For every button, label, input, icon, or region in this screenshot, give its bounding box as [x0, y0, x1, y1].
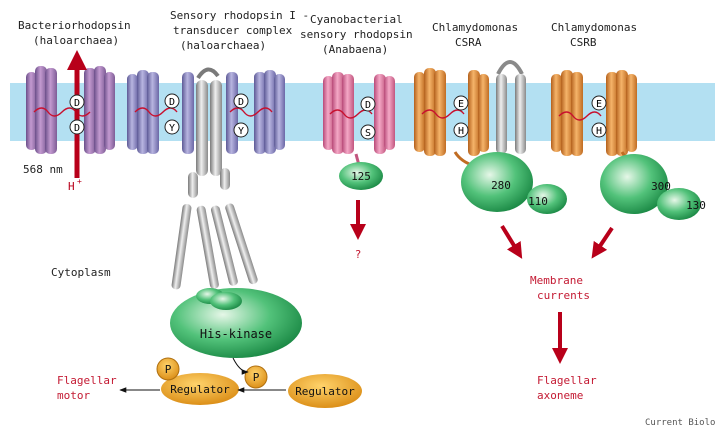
regulator-left [161, 373, 239, 405]
residue-label: H [458, 126, 464, 137]
phosphate-left [156, 357, 180, 381]
his-kinase-label: His-kinase [200, 327, 272, 341]
bacteriorhodopsin-title: Bacteriorhodopsin [18, 19, 131, 32]
membrane-currents-label-line2: currents [537, 289, 590, 302]
cyanobacterial-title: Cyanobacterial [310, 13, 403, 26]
flagellar-axoneme-label: Flagellar [537, 374, 597, 387]
wavelength-label: 568 nm [23, 163, 63, 176]
phosphate-right [244, 365, 268, 389]
kinase-to-regulator-arrow [232, 357, 249, 375]
csrb-helices [551, 70, 637, 156]
csrb-title: Chlamydomonas [551, 21, 637, 34]
residue-h-csra [453, 122, 469, 138]
residue-d-right-sensory [233, 93, 249, 109]
residue-d-left-sensory [164, 93, 180, 109]
sensory-rhodopsin-helices-left [127, 70, 194, 154]
domain-130-label: 130 [686, 199, 706, 212]
residue-e-csrb [591, 95, 607, 111]
cyanobacterial-soluble-domain [339, 162, 383, 190]
unknown-output-label: ? [355, 248, 362, 261]
regulator-right [288, 374, 362, 408]
regulator-right-label: Regulator [295, 385, 355, 398]
sensory-rhodopsin-helices-right [226, 70, 285, 154]
residue-label: E [596, 99, 602, 110]
csrb-large-domain [600, 154, 668, 214]
proton-label: H [68, 180, 75, 193]
cyanobacterial-title-line2: sensory rhodopsin [300, 28, 413, 41]
flagellar-motor-label: Flagellar [57, 374, 117, 387]
csra-helices [414, 60, 526, 156]
sensory-rhodopsin-organism: (haloarchaea) [180, 39, 266, 52]
residue-label: D [365, 100, 371, 111]
sensory-rhodopsin-title-line2: transducer complex [173, 24, 293, 37]
transducer-protein [171, 67, 258, 290]
residue-label: Y [238, 126, 244, 137]
csra-large-domain [461, 152, 533, 212]
sensory-rhodopsin-title: Sensory rhodopsin I - [170, 9, 309, 22]
csra-to-currents-arrow [500, 224, 523, 259]
residue-label: S [365, 128, 371, 139]
proton-charge: + [77, 177, 82, 186]
flagellar-motor-label-line2: motor [57, 389, 90, 402]
residue-y-right-sensory [233, 122, 249, 138]
csrb-title-line2: CSRB [570, 36, 597, 49]
domain-125-label: 125 [351, 170, 371, 183]
residue-e-csra [453, 95, 469, 111]
phosphate-label: P [165, 363, 172, 376]
residue-s-cyanobacterial [360, 124, 376, 140]
residue-d-lower-bacteriorhodopsin [69, 119, 85, 135]
residue-label: D [74, 98, 80, 109]
residue-label: D [169, 97, 175, 108]
residue-d-upper-bacteriorhodopsin [69, 94, 85, 110]
csrb-small-domain [657, 188, 701, 220]
csrb-to-currents-arrow [591, 226, 614, 259]
regulator-left-label: Regulator [170, 383, 230, 396]
residue-y-left-sensory [164, 119, 180, 135]
residue-label: H [596, 126, 602, 137]
phosphate-label: P [253, 371, 260, 384]
residue-d-cyanobacterial [360, 96, 376, 112]
residue-label: D [238, 97, 244, 108]
csra-small-domain [527, 184, 567, 214]
domain-110-label: 110 [528, 195, 548, 208]
residue-label: E [458, 99, 464, 110]
residue-label: Y [169, 123, 175, 134]
bacteriorhodopsin-organism: (haloarchaea) [33, 34, 119, 47]
domain-300-label: 300 [651, 180, 671, 193]
membrane-currents-label: Membrane [530, 274, 583, 287]
cyanobacterial-helices [323, 72, 395, 169]
cytoplasm-label: Cytoplasm [51, 266, 111, 279]
cyanobacterial-organism: (Anabaena) [322, 43, 388, 56]
his-kinase-domain [170, 288, 302, 358]
csra-title-line2: CSRA [455, 36, 482, 49]
domain-280-label: 280 [491, 179, 511, 192]
residue-label: D [74, 123, 80, 134]
journal-credit: Current Biology [645, 418, 715, 428]
flagellar-axoneme-label-line2: axoneme [537, 389, 583, 402]
bacteriorhodopsin-helices [26, 66, 115, 154]
kinase-cap-right [210, 292, 242, 310]
csra-title: Chlamydomonas [432, 21, 518, 34]
residue-h-csrb [591, 122, 607, 138]
